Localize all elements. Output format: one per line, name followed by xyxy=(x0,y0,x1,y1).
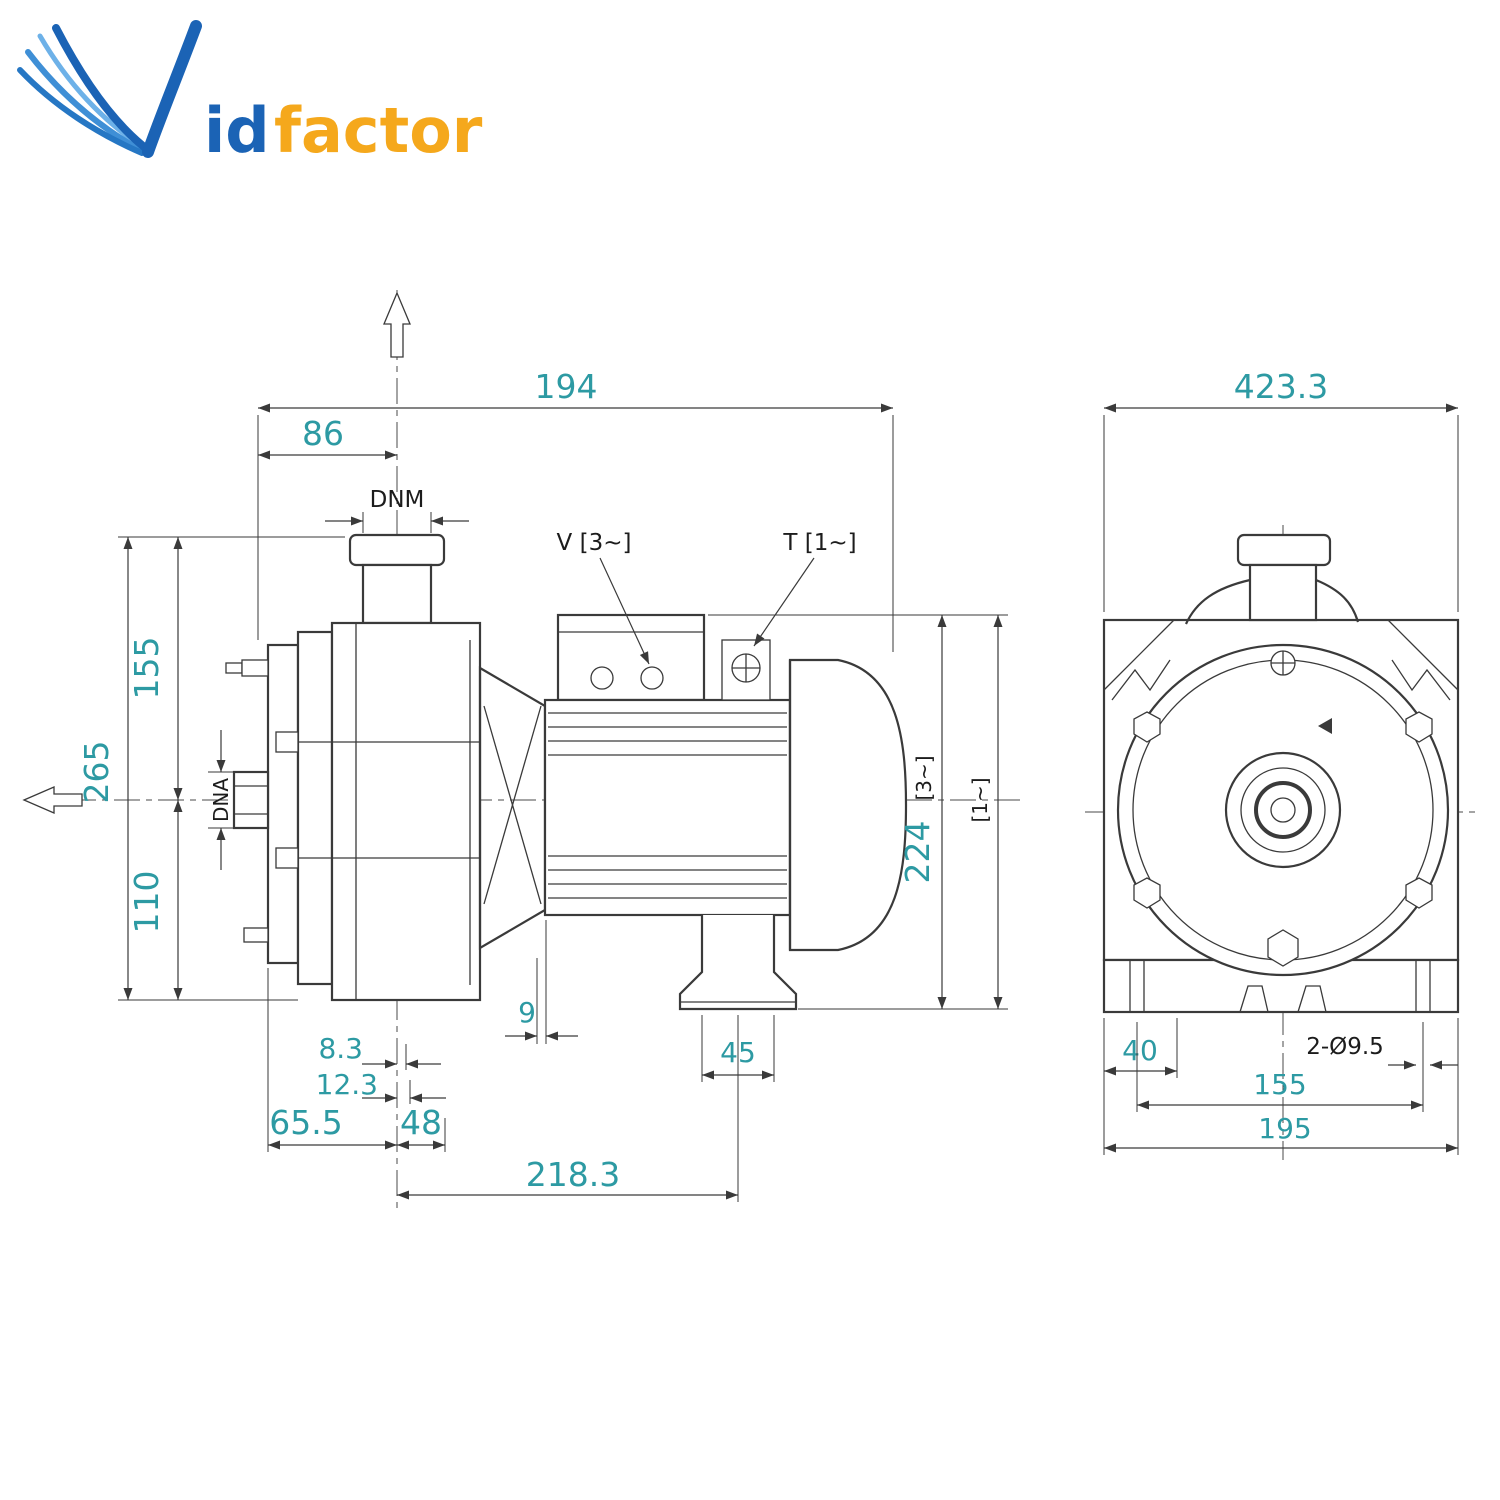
section-mark-icon xyxy=(1318,718,1332,734)
front-view: 423.3 40 2-Ø9.5 155 195 xyxy=(1085,367,1478,1160)
motor-body xyxy=(543,698,792,917)
dim-offset-d: 48 xyxy=(397,1103,446,1152)
bolt-hex-icon xyxy=(1405,877,1433,909)
terminal-v-label: V [3~] xyxy=(557,530,632,556)
dim-155-front-label: 155 xyxy=(1253,1068,1306,1101)
dim-overall-length: 218.3 xyxy=(397,1015,739,1202)
dim-heights-left: 155 110 265 xyxy=(77,536,345,1001)
dim-gap-9: 9 xyxy=(505,920,578,1044)
terminal-t-label: T [1~] xyxy=(782,530,856,556)
terminal-box xyxy=(556,613,706,702)
dim-12-3-label: 12.3 xyxy=(316,1068,378,1101)
logo-feather-v-icon xyxy=(17,20,202,158)
dim-offset-c: 65.5 xyxy=(267,968,397,1152)
dim-224-label: 224 xyxy=(898,821,937,884)
pump-casing-front xyxy=(1116,643,1450,977)
dim-offset-a: 8.3 xyxy=(318,1032,441,1070)
dim-discharge-port: DNM xyxy=(325,487,469,533)
fan-cover xyxy=(788,658,908,952)
discharge-port-front xyxy=(1184,533,1360,625)
dim-hole-spacing: 155 xyxy=(1136,1022,1424,1112)
dim-offset-b: 12.3 xyxy=(316,1068,446,1104)
dim-mounting-holes: 2-Ø9.5 xyxy=(1306,1034,1458,1070)
dim-9-label: 9 xyxy=(518,996,536,1029)
dim-left-width: 86 xyxy=(258,414,397,460)
dim-86-label: 86 xyxy=(302,414,344,453)
dim-65-5-label: 65.5 xyxy=(269,1103,342,1142)
dim-overall-width-front: 423.3 xyxy=(1103,367,1459,612)
dim-194-label: 194 xyxy=(535,367,598,406)
dim-195-label: 195 xyxy=(1258,1112,1311,1145)
leader-t xyxy=(753,557,815,647)
cable-gland-icon xyxy=(590,666,614,690)
drain-plug xyxy=(243,927,269,943)
dim-423-3-label: 423.3 xyxy=(1234,367,1328,406)
dim-edge-to-hole: 40 xyxy=(1103,1018,1178,1155)
tie-bolt-nut xyxy=(275,731,299,753)
lantern-bracket xyxy=(478,666,547,950)
fill-plug xyxy=(225,662,243,674)
discharge-flow-arrow-icon xyxy=(383,291,411,358)
drain-hex-icon xyxy=(1267,929,1299,967)
cable-gland-icon xyxy=(640,666,664,690)
suction-flow-arrow-icon xyxy=(22,786,83,814)
variant-1ph-label: [1~] xyxy=(968,777,992,822)
discharge-port xyxy=(348,533,446,625)
motor-foot xyxy=(678,915,798,1011)
logo-text-id: id xyxy=(204,94,270,167)
variant-3ph-label: [3~] xyxy=(912,755,936,800)
bolt-hex-icon xyxy=(1133,711,1161,743)
dna-label: DNA xyxy=(209,778,233,822)
side-view: V [3~] T [1~] 194 86 DNM xyxy=(22,290,1020,1210)
bolt-hex-icon xyxy=(1405,711,1433,743)
suction-port xyxy=(232,770,270,830)
vidfactor-logo: id factor xyxy=(17,20,483,167)
logo-text-factor: factor xyxy=(274,94,483,167)
dim-265-label: 265 xyxy=(77,741,116,804)
motor xyxy=(543,613,908,1011)
dim-40-label: 40 xyxy=(1122,1034,1158,1067)
leader-v xyxy=(599,557,650,665)
dnm-label: DNM xyxy=(370,487,425,513)
dim-base-width: 195 xyxy=(1104,1018,1459,1155)
bolt-hex-icon xyxy=(1133,877,1161,909)
tie-bolt-nut xyxy=(275,847,299,869)
dim-holes-label: 2-Ø9.5 xyxy=(1306,1034,1384,1060)
dim-suction-port: DNA xyxy=(208,730,234,870)
dim-155-label: 155 xyxy=(127,637,166,700)
motor-fins xyxy=(548,712,787,899)
dim-total-width: 194 xyxy=(257,367,894,652)
pump-casing xyxy=(225,621,482,1002)
dim-110-label: 110 xyxy=(127,871,166,934)
dim-motor-height: 224 [3~] [1~] xyxy=(708,614,1008,1010)
dim-48-label: 48 xyxy=(400,1103,442,1142)
dim-8-3-label: 8.3 xyxy=(318,1032,363,1065)
dim-218-3-label: 218.3 xyxy=(526,1155,620,1194)
